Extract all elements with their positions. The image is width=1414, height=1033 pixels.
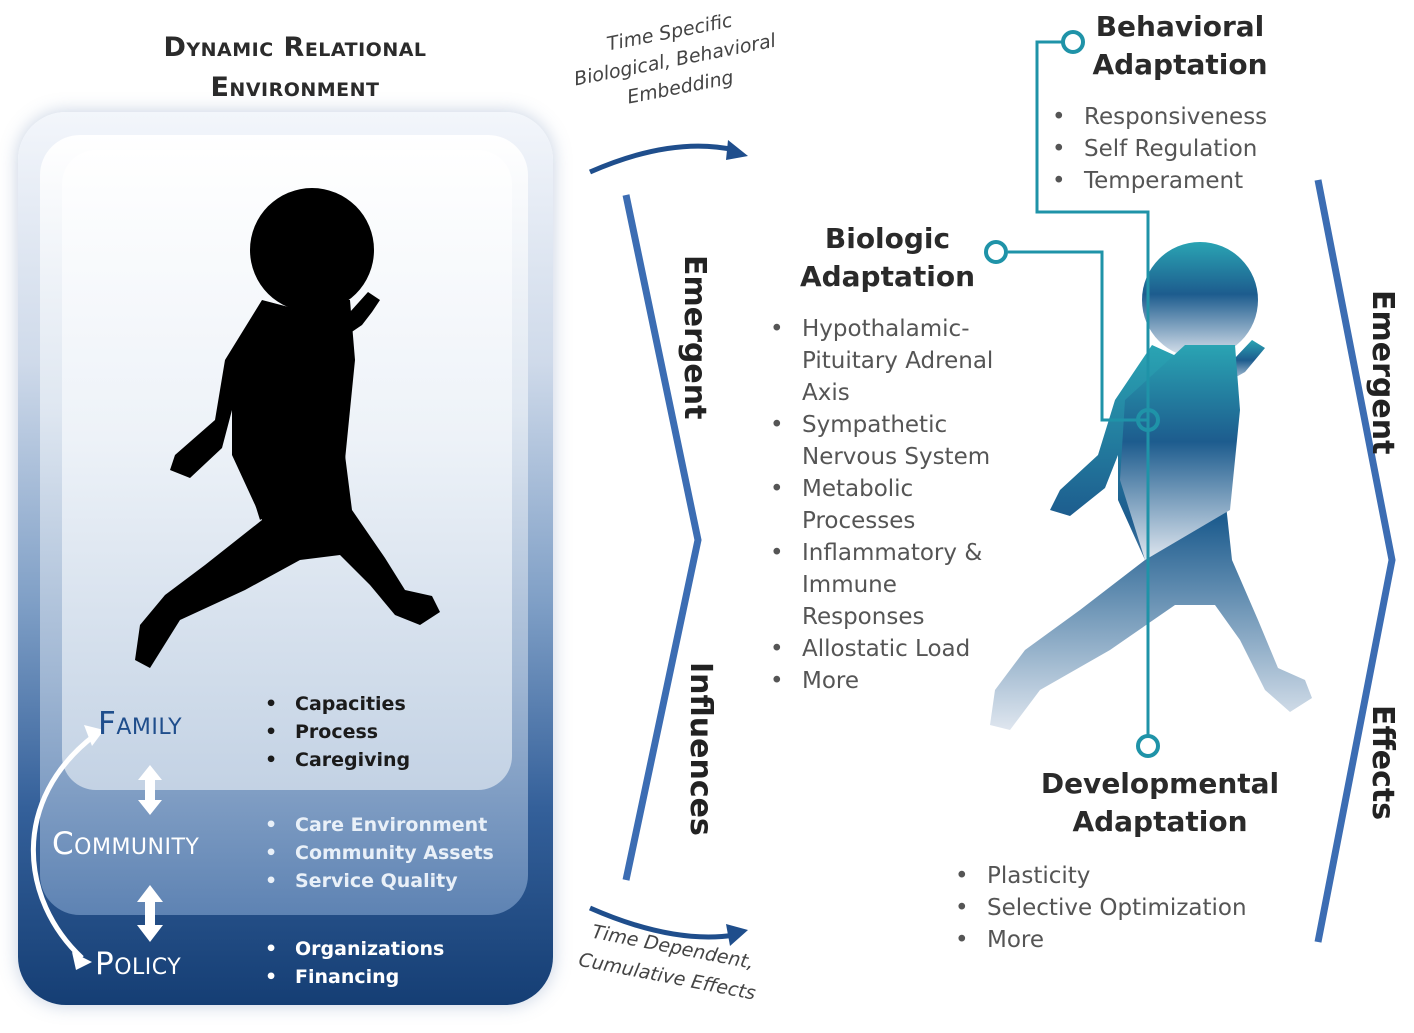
adaptation-connectors bbox=[1008, 40, 1150, 738]
environment-title-line2: Environment bbox=[210, 72, 380, 103]
list-item: Selective Optimization bbox=[955, 892, 1295, 924]
family-list: Capacities Process Caregiving bbox=[265, 690, 410, 774]
community-policy-arrow-icon bbox=[137, 885, 163, 942]
behavioral-adaptation-heading: Behavioral Adaptation bbox=[1080, 8, 1280, 84]
family-item: Process bbox=[265, 718, 410, 746]
biologic-connector bbox=[1008, 250, 1148, 422]
level-arrows bbox=[137, 765, 163, 942]
heading-line: Developmental bbox=[1040, 767, 1280, 800]
center-node-icon bbox=[1136, 408, 1160, 432]
emergent-influences-bottom: Influences bbox=[683, 662, 718, 836]
list-item: Temperament bbox=[1052, 165, 1312, 197]
developmental-adaptation-heading: Developmental Adaptation bbox=[1020, 765, 1300, 841]
behavioral-connector bbox=[1035, 40, 1150, 420]
community-list: Care Environment Community Assets Servic… bbox=[265, 811, 494, 895]
developmental-adaptation-list: Plasticity Selective Optimization More bbox=[955, 860, 1295, 956]
developmental-node-icon bbox=[1136, 734, 1160, 758]
community-label: Community bbox=[52, 826, 200, 862]
list-item: More bbox=[955, 924, 1295, 956]
policy-list: Organizations Financing bbox=[265, 935, 444, 991]
family-label: Family bbox=[98, 706, 183, 742]
child-gradient-silhouette-icon bbox=[990, 242, 1312, 730]
policy-item: Organizations bbox=[265, 935, 444, 963]
heading-line: Adaptation bbox=[799, 260, 976, 293]
list-item: Plasticity bbox=[955, 860, 1295, 892]
environment-title-line1: Dynamic Relational bbox=[163, 32, 427, 63]
community-item: Service Quality bbox=[265, 867, 494, 895]
behavioral-adaptation-list: Responsiveness Self Regulation Temperame… bbox=[1052, 101, 1312, 197]
policy-item: Financing bbox=[265, 963, 444, 991]
bottom-curved-arrow-icon bbox=[588, 905, 748, 946]
heading-line: Biologic bbox=[824, 222, 951, 255]
emergent-influences-top: Emergent bbox=[677, 255, 712, 420]
right-chevron-bracket bbox=[1314, 179, 1396, 943]
list-item: Allostatic Load bbox=[770, 633, 1010, 665]
heading-line: Adaptation bbox=[1092, 48, 1268, 81]
list-item: More bbox=[770, 665, 1010, 697]
heading-line: Adaptation bbox=[1072, 805, 1248, 838]
connector-nodes bbox=[984, 30, 1160, 758]
behavioral-node-icon bbox=[1061, 30, 1085, 54]
child-silhouette-icon bbox=[135, 188, 440, 668]
family-item: Capacities bbox=[265, 690, 410, 718]
list-item: Self Regulation bbox=[1052, 133, 1312, 165]
emergent-effects-top: Emergent bbox=[1365, 290, 1400, 455]
heading-line: Behavioral bbox=[1095, 10, 1265, 43]
left-chevron-bracket bbox=[622, 194, 702, 881]
biologic-adaptation-list: Hypothalamic-Pituitary Adrenal Axis Symp… bbox=[770, 313, 1010, 697]
family-community-arrow-icon bbox=[138, 765, 162, 815]
list-item: Responsiveness bbox=[1052, 101, 1312, 133]
top-curved-arrow-icon bbox=[588, 140, 748, 175]
environment-title: Dynamic Relational Environment bbox=[60, 28, 530, 108]
community-item: Care Environment bbox=[265, 811, 494, 839]
community-item: Community Assets bbox=[265, 839, 494, 867]
list-item: Inflammatory & Immune Responses bbox=[770, 537, 1010, 633]
biologic-node-icon bbox=[984, 240, 1008, 264]
list-item: Sympathetic Nervous System bbox=[770, 409, 1010, 473]
family-policy-curved-arrow-icon bbox=[30, 733, 97, 960]
biologic-adaptation-heading: Biologic Adaptation bbox=[790, 220, 985, 296]
emergent-effects-bottom: Effects bbox=[1365, 705, 1400, 821]
list-item: Metabolic Processes bbox=[770, 473, 1010, 537]
list-item: Hypothalamic-Pituitary Adrenal Axis bbox=[770, 313, 1010, 409]
family-item: Caregiving bbox=[265, 746, 410, 774]
policy-label: Policy bbox=[95, 946, 182, 982]
